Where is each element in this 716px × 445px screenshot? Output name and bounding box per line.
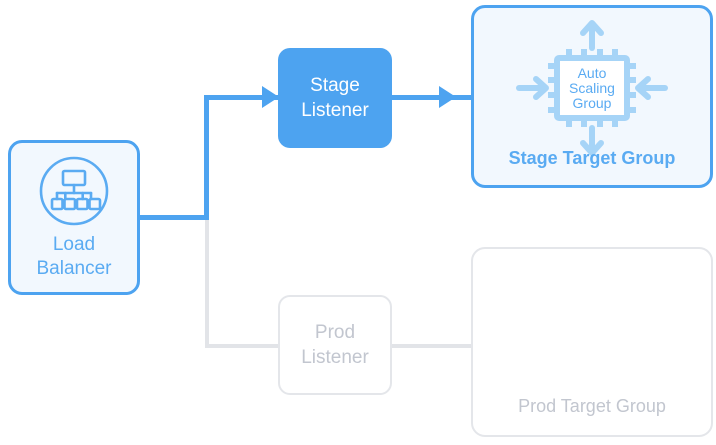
prod-listener-label-line2: Listener bbox=[301, 347, 369, 368]
stage-listener-label-line1: Stage bbox=[310, 75, 360, 96]
load-balancer-label-line1: Load bbox=[52, 233, 96, 255]
svg-text:Auto: Auto bbox=[578, 65, 607, 81]
edge-lb-to-split bbox=[140, 215, 209, 220]
load-balancer-label: Load Balancer bbox=[37, 233, 112, 281]
stage-listener-label: Stage Listener bbox=[301, 73, 369, 123]
edge-split-up-to-stage bbox=[204, 95, 209, 220]
edge-stage-listener-to-tg bbox=[392, 95, 474, 100]
svg-text:Scaling: Scaling bbox=[569, 80, 615, 96]
prod-listener-label: Prod Listener bbox=[301, 320, 369, 370]
prod-listener-label-line1: Prod bbox=[314, 322, 356, 343]
load-balancer-hierarchy-icon bbox=[38, 155, 110, 227]
node-stage-listener[interactable]: Stage Listener bbox=[278, 48, 392, 148]
edge-prod-listener-to-tg bbox=[392, 344, 474, 348]
node-stage-target-group[interactable]: Auto Scaling Group Stage Target Group bbox=[471, 5, 713, 188]
auto-scaling-group-chip-icon: Auto Scaling Group bbox=[507, 18, 677, 158]
arrowhead-into-stage-target-group bbox=[439, 86, 456, 108]
edge-to-prod-listener bbox=[205, 344, 281, 348]
svg-text:Group: Group bbox=[573, 95, 612, 111]
stage-target-group-title: Stage Target Group bbox=[508, 148, 676, 168]
prod-target-group-title: Prod Target Group bbox=[518, 396, 666, 416]
node-load-balancer[interactable]: Load Balancer bbox=[8, 140, 140, 295]
node-prod-target-group[interactable]: Prod Target Group bbox=[471, 247, 713, 437]
edge-to-stage-listener bbox=[204, 95, 280, 100]
arrowhead-into-stage-listener bbox=[262, 86, 279, 108]
node-prod-listener[interactable]: Prod Listener bbox=[278, 295, 392, 395]
stage-listener-label-line2: Listener bbox=[301, 100, 369, 121]
load-balancer-label-line2: Balancer bbox=[36, 257, 112, 279]
edge-split-down-to-prod bbox=[205, 220, 209, 348]
